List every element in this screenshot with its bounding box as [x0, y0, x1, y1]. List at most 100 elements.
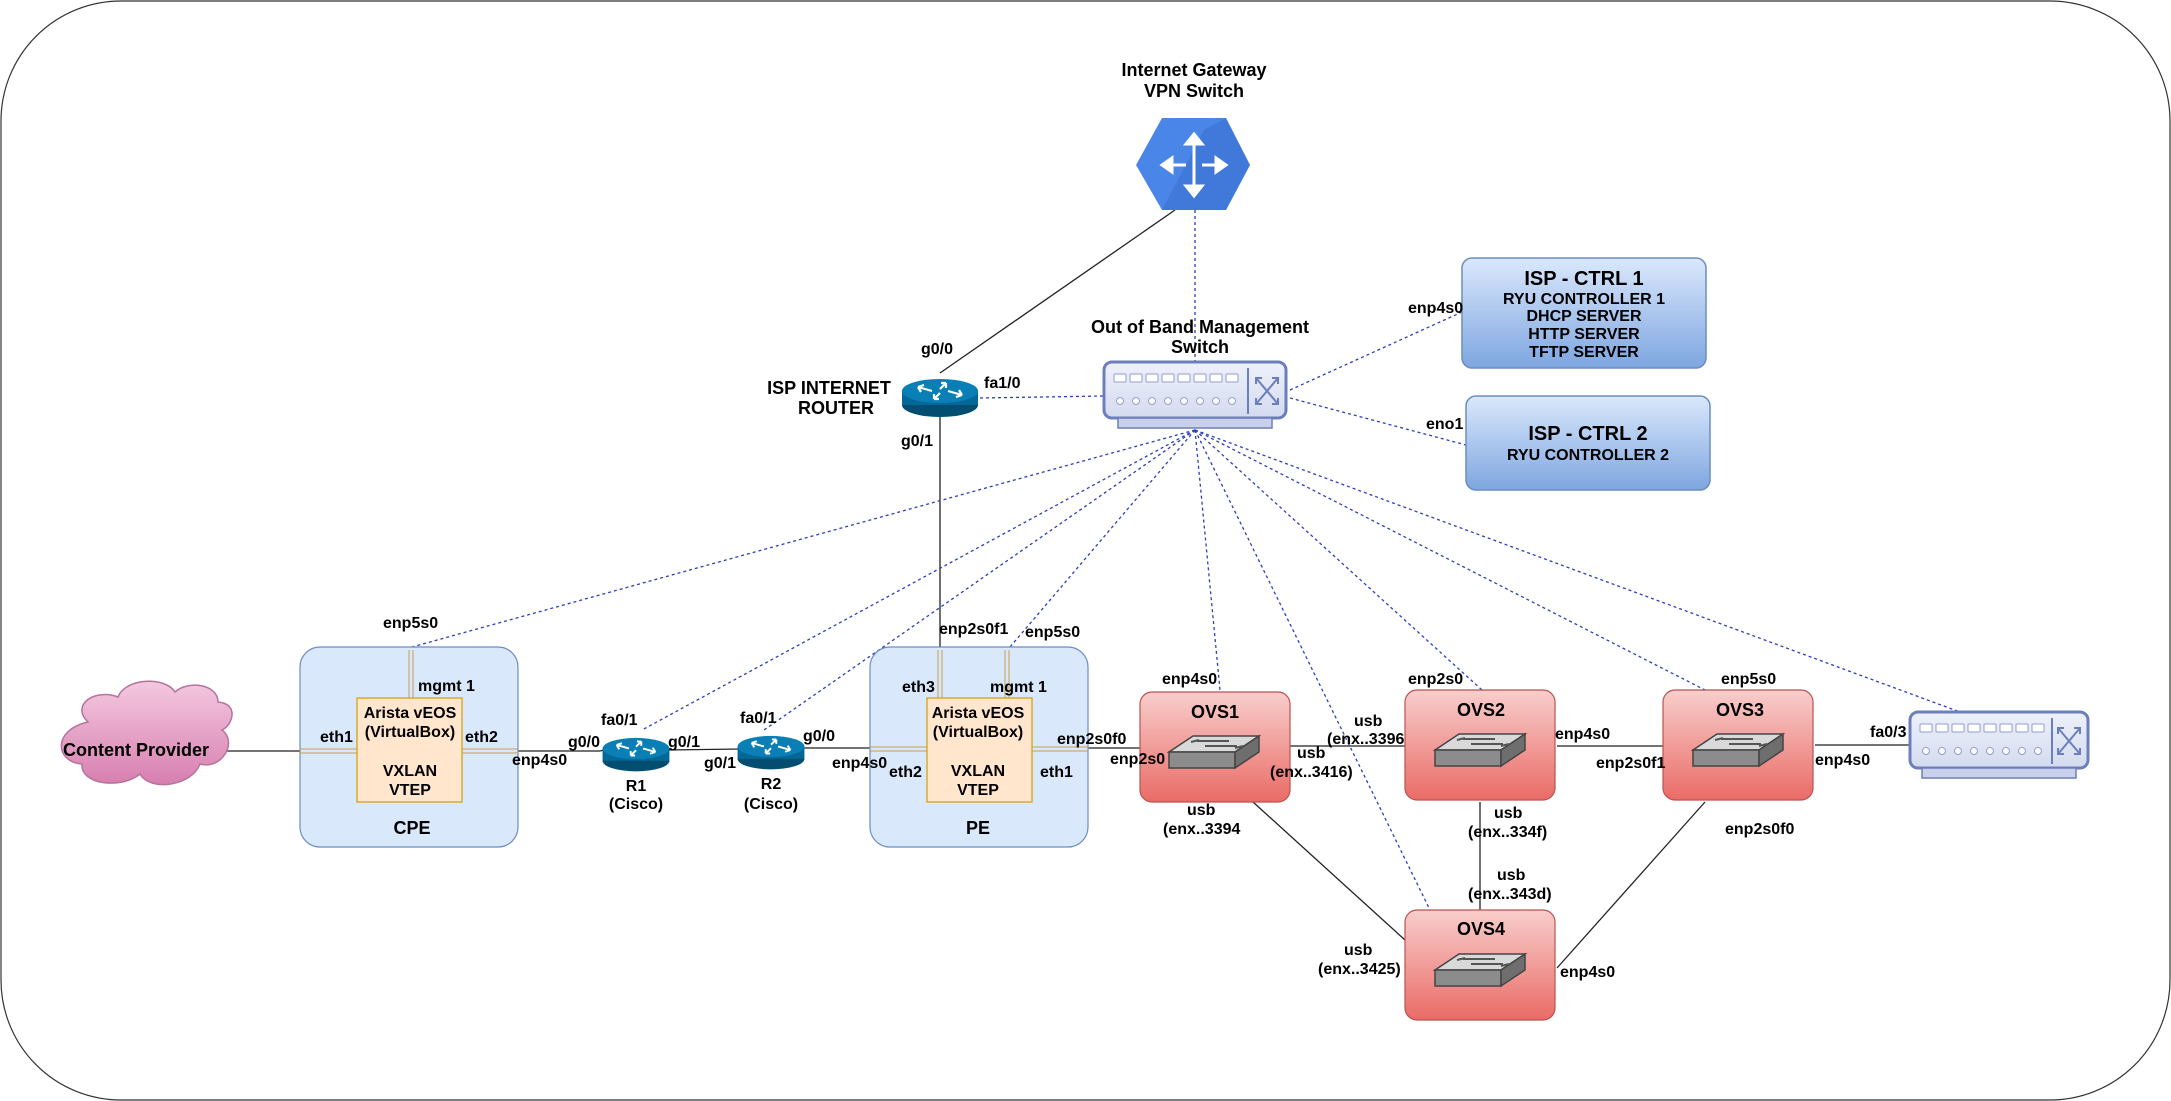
port-label: g0/0 — [568, 734, 600, 751]
cloud-icon — [60, 680, 233, 786]
ovs2-switch[interactable]: OVS2 enp2s0 enp4s0 usb (enx..334f) — [1404, 671, 1610, 841]
port-label: enp5s0 — [383, 615, 438, 632]
port-label: (enx..3416) — [1270, 764, 1353, 781]
gateway-title-2: VPN Switch — [1144, 81, 1244, 101]
port-label: g0/0 — [921, 341, 953, 358]
port-label: (enx..3396) — [1327, 731, 1410, 748]
switch-title-2: Switch — [1171, 337, 1229, 357]
port-label: enp2s0 — [1408, 671, 1463, 688]
router-hexagon-icon — [1136, 118, 1250, 210]
port-label: usb — [1494, 805, 1523, 822]
port-label: eno1 — [1426, 416, 1463, 433]
port-label: (enx..3394 — [1163, 821, 1240, 838]
port-label: fa0/1 — [601, 712, 638, 729]
port-label: enp2s0f1 — [1596, 755, 1665, 772]
vtep-text: Arista vEOS — [932, 705, 1025, 722]
cpe-label: CPE — [393, 818, 430, 838]
r1-label-2: (Cisco) — [609, 796, 663, 813]
port-label: enp4s0 — [1408, 300, 1463, 317]
isp-ctrl-2[interactable]: ISP - CTRL 2 RYU CONTROLLER 2 eno1 — [1426, 395, 1711, 491]
ctrl2-line: RYU CONTROLLER 2 — [1507, 447, 1669, 464]
solid-links — [222, 209, 1910, 969]
port-label: enp5s0 — [1721, 671, 1776, 688]
port-label: fa0/1 — [740, 710, 777, 727]
pe-vtep[interactable]: Arista vEOS (VirtualBox) VXLAN VTEP — [926, 697, 1033, 803]
ovs4-switch[interactable]: OVS4 usb (enx..343d) usb (enx..3425) enp… — [1318, 867, 1615, 1021]
ctrl1-line: HTTP SERVER — [1528, 326, 1640, 343]
router-icon — [601, 736, 671, 773]
vtep-text: VTEP — [957, 782, 999, 799]
port-label: mgmt 1 — [990, 679, 1047, 696]
port-label: mgmt 1 — [418, 678, 475, 695]
r2-label-2: (Cisco) — [744, 796, 798, 813]
port-label: usb — [1354, 713, 1383, 730]
port-label: g0/0 — [803, 728, 835, 745]
port-label: (enx..334f) — [1468, 824, 1547, 841]
port-label: usb — [1187, 802, 1216, 819]
ovs1-switch[interactable]: OVS1 enp4s0 enp2s0 usb (enx..3396) usb (… — [1110, 671, 1410, 838]
port-label: enp4s0 — [1162, 671, 1217, 688]
access-switch[interactable]: fa0/3 — [1870, 710, 2090, 779]
switch-title-1: Out of Band Management — [1091, 317, 1309, 337]
vtep-text: VTEP — [389, 782, 431, 799]
cpe-vtep[interactable]: Arista vEOS (VirtualBox) VXLAN VTEP — [356, 697, 463, 803]
port-label: enp4s0 — [512, 752, 567, 769]
router-title-1: ISP INTERNET — [767, 378, 891, 398]
vtep-text: VXLAN — [951, 763, 1005, 780]
port-label: enp2s0f1 — [939, 621, 1008, 638]
r2-router[interactable]: R2 (Cisco) fa0/1 g0/0 g0/1 — [704, 710, 835, 813]
port-label: enp4s0 — [1560, 964, 1615, 981]
isp-internet-router[interactable]: ISP INTERNET ROUTER g0/0 fa1/0 g0/1 — [767, 341, 1020, 450]
isp-ctrl-1[interactable]: ISP - CTRL 1 RYU CONTROLLER 1 DHCP SERVE… — [1408, 257, 1707, 369]
ovs3-switch[interactable]: OVS3 enp5s0 enp2s0f1 enp4s0 enp2s0f0 — [1596, 671, 1870, 838]
r1-router[interactable]: R1 (Cisco) fa0/1 g0/0 g0/1 — [568, 712, 700, 813]
content-provider-label: Content Provider — [63, 740, 209, 760]
port-label: eth2 — [889, 764, 922, 781]
port-label: enp4s0 — [1555, 726, 1610, 743]
ovs2-label: OVS2 — [1457, 700, 1505, 720]
port-label: enp4s0 — [832, 755, 887, 772]
port-label: (enx..3425) — [1318, 961, 1401, 978]
ovs4-label: OVS4 — [1457, 919, 1505, 939]
port-label: g0/1 — [668, 734, 700, 751]
gateway-title-1: Internet Gateway — [1121, 60, 1266, 80]
router-icon — [736, 734, 806, 771]
port-label: fa1/0 — [984, 375, 1021, 392]
pe-site[interactable]: PE Arista vEOS (VirtualBox) VXLAN VTEP e… — [832, 621, 1126, 848]
vtep-text: (VirtualBox) — [365, 724, 455, 741]
cpe-site[interactable]: CPE Arista vEOS (VirtualBox) VXLAN VTEP … — [299, 615, 567, 848]
port-label: enp2s0f0 — [1725, 821, 1794, 838]
vtep-text: VXLAN — [383, 763, 437, 780]
port-label: fa0/3 — [1870, 724, 1907, 741]
port-label: g0/1 — [704, 755, 736, 772]
port-label: enp2s0 — [1110, 751, 1165, 768]
ctrl1-title: ISP - CTRL 1 — [1524, 268, 1643, 290]
vtep-text: Arista vEOS — [364, 705, 457, 722]
port-label: enp4s0 — [1815, 752, 1870, 769]
port-label: eth2 — [465, 729, 498, 746]
switch-icon — [1102, 360, 1288, 429]
port-label: enp5s0 — [1025, 624, 1080, 641]
ctrl2-title: ISP - CTRL 2 — [1528, 423, 1647, 445]
oob-links — [411, 210, 1961, 911]
port-label: eth1 — [320, 729, 353, 746]
vtep-text: (VirtualBox) — [933, 724, 1023, 741]
port-label: usb — [1497, 867, 1526, 884]
oob-management-switch[interactable]: Out of Band Management Switch — [1091, 317, 1309, 429]
r1-label-1: R1 — [626, 778, 647, 795]
pe-label: PE — [966, 818, 990, 838]
content-provider[interactable]: Content Provider — [60, 680, 233, 786]
ctrl1-line: RYU CONTROLLER 1 — [1503, 291, 1665, 308]
port-label: eth3 — [902, 679, 935, 696]
switch-icon — [1908, 710, 2090, 779]
router-title-2: ROUTER — [798, 398, 874, 418]
port-label: usb — [1344, 942, 1373, 959]
router-icon — [900, 377, 980, 419]
ovs3-label: OVS3 — [1716, 700, 1764, 720]
internet-gateway[interactable]: Internet Gateway VPN Switch — [1121, 60, 1267, 210]
r2-label-1: R2 — [761, 776, 782, 793]
port-label: g0/1 — [901, 433, 933, 450]
